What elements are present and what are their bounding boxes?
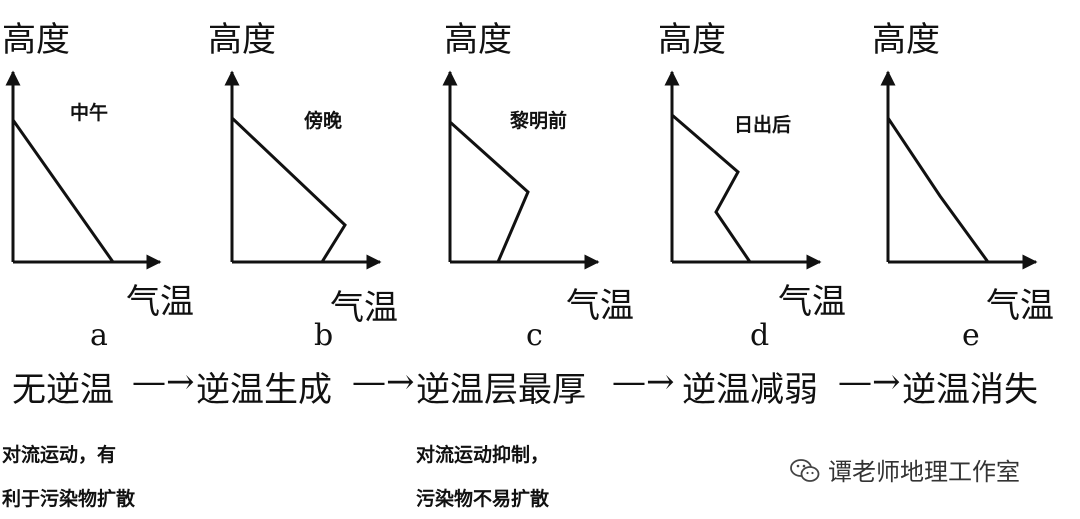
panel-a-x-axis-label: 气温 [126, 282, 194, 322]
panel-c-time-label: 黎明前 [510, 110, 568, 132]
panel-e-graph [880, 70, 1038, 270]
panel-c-graph [442, 70, 600, 270]
stage-arrow-2: —→ [352, 362, 415, 402]
panel-c-x-axis-label: 气温 [566, 286, 634, 326]
stage-arrow-1: —→ [132, 362, 195, 402]
panel-d-letter: d [750, 318, 770, 353]
stage-inversion-forming: 逆温生成 [196, 370, 332, 410]
panel-a-letter: a [90, 318, 108, 353]
panel-d-y-axis-label: 高度 [658, 20, 726, 60]
watermark: 谭老师地理工作室 [790, 452, 1020, 487]
stage-no-inversion: 无逆温 [12, 370, 114, 410]
panel-d-time-label: 日出后 [734, 114, 792, 136]
panel-c-y-axis-label: 高度 [444, 20, 512, 60]
wechat-icon [790, 459, 820, 482]
note-mid-line2: 污染物不易扩散 [416, 488, 550, 510]
stage-sequence: 无逆温 —→ 逆温生成 —→ 逆温层最厚 —→ 逆温减弱 —→ 逆温消失 [0, 362, 1080, 412]
panel-e-letter: e [962, 318, 980, 353]
note-left-line1: 对流运动，有 [2, 444, 117, 466]
panel-b-graph [224, 70, 382, 270]
panel-b-x-axis-label: 气温 [330, 288, 398, 328]
panel-a-time-label: 中午 [70, 102, 109, 124]
stage-inversion-thickest: 逆温层最厚 [416, 370, 586, 410]
note-mid-line1: 对流运动抑制， [416, 444, 550, 466]
panel-e-y-axis-label: 高度 [872, 20, 940, 60]
panel-e-x-axis-label: 气温 [986, 286, 1054, 326]
panel-b-temperature-profile [230, 116, 347, 263]
panel-b-time-label: 傍晚 [304, 110, 343, 132]
panel-b-y-axis-label: 高度 [208, 20, 276, 60]
panel-c-letter: c [526, 318, 543, 353]
panel-d-temperature-profile [671, 113, 752, 263]
panel-c-temperature-profile [448, 120, 530, 263]
stage-inversion-weakening: 逆温减弱 [682, 370, 818, 410]
panel-a-temperature-profile [11, 119, 115, 263]
panel-a-y-axis-label: 高度 [2, 20, 70, 60]
panel-e-temperature-profile [886, 117, 990, 263]
panel-d-graph [664, 70, 822, 270]
stage-arrow-3: —→ [612, 362, 675, 402]
note-left-line2: 利于污染物扩散 [2, 488, 136, 510]
panel-a-graph [5, 70, 162, 270]
panel-b-letter: b [314, 318, 334, 353]
stage-inversion-gone: 逆温消失 [902, 370, 1038, 410]
stage-arrow-4: —→ [838, 362, 901, 402]
panel-d-x-axis-label: 气温 [778, 282, 846, 322]
watermark-text: 谭老师地理工作室 [828, 458, 1020, 486]
